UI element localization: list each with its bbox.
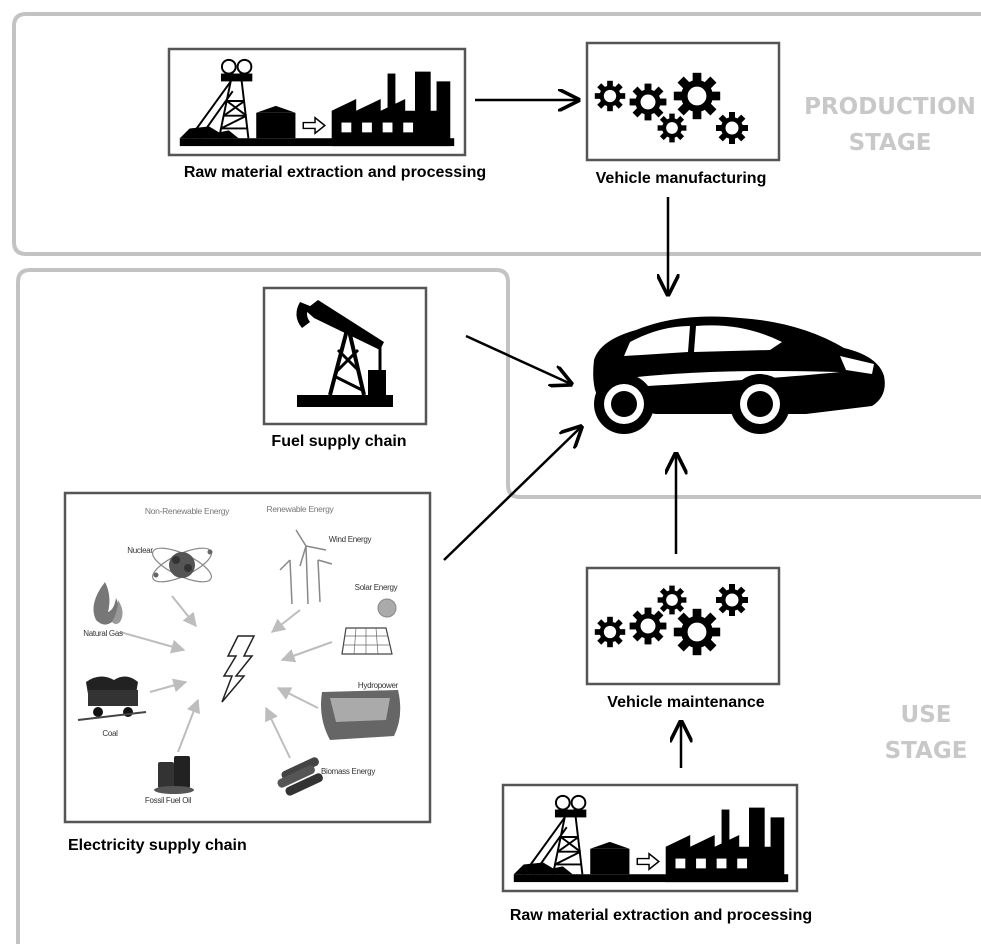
raw-material-top-node: Raw material extraction and processing <box>167 47 486 181</box>
natural-gas-icon <box>93 582 123 625</box>
fuel-supply-caption: Fuel supply chain <box>271 433 406 450</box>
oil-pump-jack-icon <box>296 300 393 407</box>
vehicle-maintenance-caption: Vehicle maintenance <box>607 694 765 711</box>
vehicle-manufacturing-caption: Vehicle manufacturing <box>596 170 767 187</box>
arrow-electricity-to-car <box>443 427 581 561</box>
raw-material-bottom-node: Raw material extraction and processing <box>501 783 812 924</box>
wind-energy-label: Wind Energy <box>329 535 372 544</box>
vehicle-maintenance-node: Vehicle maintenance <box>585 566 781 711</box>
solar-panel-icon <box>341 598 397 655</box>
hydropower-label: Hydropower <box>358 681 399 690</box>
solar-energy-label: Solar Energy <box>355 583 398 592</box>
non-renewable-heading: Non-Renewable Energy <box>145 506 230 516</box>
fuel-supply-node: Fuel supply chain <box>262 286 428 450</box>
flow-arrows <box>443 100 681 768</box>
raw-material-bottom-caption: Raw material extraction and processing <box>510 907 812 924</box>
electricity-supply-node: Non-Renewable Energy Renewable Energy Nu… <box>63 491 432 854</box>
biomass-energy-label: Biomass Energy <box>321 767 375 776</box>
energy-feed-arrows <box>119 595 333 759</box>
natural-gas-label: Natural Gas <box>83 629 123 638</box>
production-stage-label-2: STAGE <box>849 130 932 156</box>
electricity-supply-caption: Electricity supply chain <box>68 837 247 854</box>
renewable-heading: Renewable Energy <box>266 504 334 514</box>
vehicle-manufacturing-node: Vehicle manufacturing <box>585 41 781 187</box>
production-stage-label-1: PRODUCTION <box>804 94 976 120</box>
use-stage-label-1: USE <box>901 702 952 728</box>
car-icon <box>593 316 885 434</box>
hydropower-dam-icon <box>321 690 401 740</box>
coal-label: Coal <box>102 729 118 738</box>
fossil-fuel-oil-label: Fossil Fuel Oil <box>145 796 192 805</box>
arrow-fuel-to-car <box>465 334 571 384</box>
raw-material-top-caption: Raw material extraction and processing <box>184 164 486 181</box>
coal-cart-icon <box>77 676 147 721</box>
lightning-bolt-icon <box>221 635 256 703</box>
nuclear-label: Nuclear <box>127 546 153 555</box>
oil-barrels-icon <box>154 756 194 794</box>
wind-turbines-icon <box>279 529 333 605</box>
production-stage-region <box>12 12 981 256</box>
use-stage-label-2: STAGE <box>885 738 968 764</box>
biomass-logs-icon <box>277 757 323 796</box>
nuclear-icon <box>152 547 213 583</box>
